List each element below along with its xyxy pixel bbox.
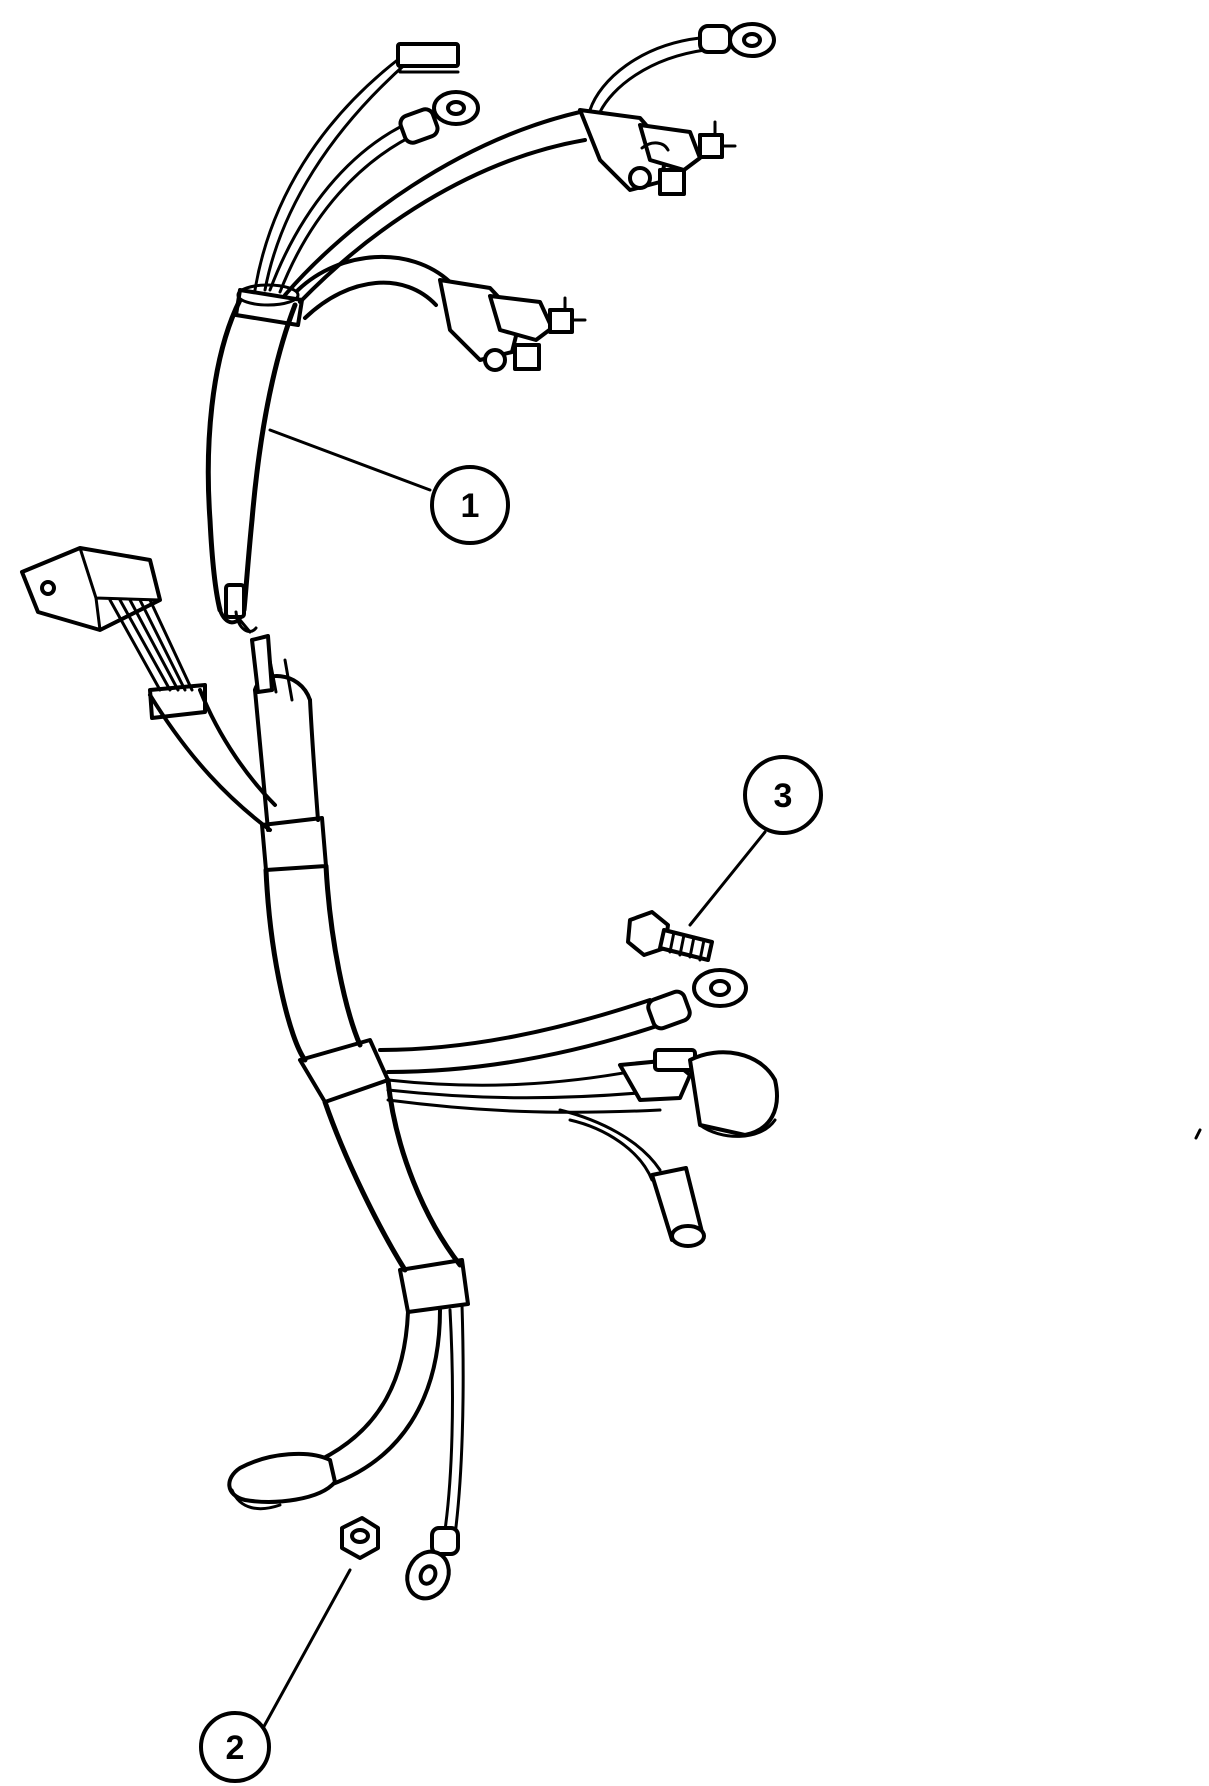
- ring-terminal-mid: [646, 968, 748, 1031]
- callout-3: 3: [743, 755, 823, 835]
- hex-nut: [340, 1516, 380, 1560]
- bullet-terminal: [650, 1166, 706, 1248]
- blade-connector: [396, 42, 460, 68]
- callout-3-leader: [688, 830, 767, 927]
- callout-1: 1: [430, 465, 510, 545]
- boot-terminal: [688, 1050, 779, 1138]
- ring-terminal-upper-a: [398, 90, 480, 145]
- callout-1-label: 1: [461, 487, 480, 525]
- callout-2-leader: [260, 1568, 352, 1732]
- harness-sleeve-junction: [298, 1038, 390, 1104]
- ring-terminal-lower: [405, 1526, 460, 1601]
- callout-3-label: 3: [774, 777, 793, 815]
- upper-harness: [205, 22, 776, 634]
- callout-2: 2: [199, 1711, 271, 1783]
- harness-sleeve-lower: [398, 1258, 470, 1314]
- harness-sleeve-a: [260, 816, 328, 872]
- boot-terminal-lower: [227, 1451, 337, 1511]
- callout-2-label: 2: [226, 1729, 245, 1767]
- harness-sleeve-upper: [234, 288, 304, 327]
- ring-terminal-upper-b: [698, 22, 776, 58]
- wire-terminal-cut: [224, 583, 246, 619]
- connector-sleeve: [148, 683, 207, 720]
- battery-clamp-lower: [438, 278, 587, 372]
- callout-1-leader: [268, 428, 432, 492]
- multi-pin-connector: [20, 546, 194, 692]
- stray-mark: [1194, 1128, 1202, 1140]
- battery-clamp-upper: [578, 108, 737, 196]
- hex-bolt: [626, 910, 714, 962]
- cut-wire-end: [250, 634, 274, 694]
- lower-harness: [20, 546, 779, 1732]
